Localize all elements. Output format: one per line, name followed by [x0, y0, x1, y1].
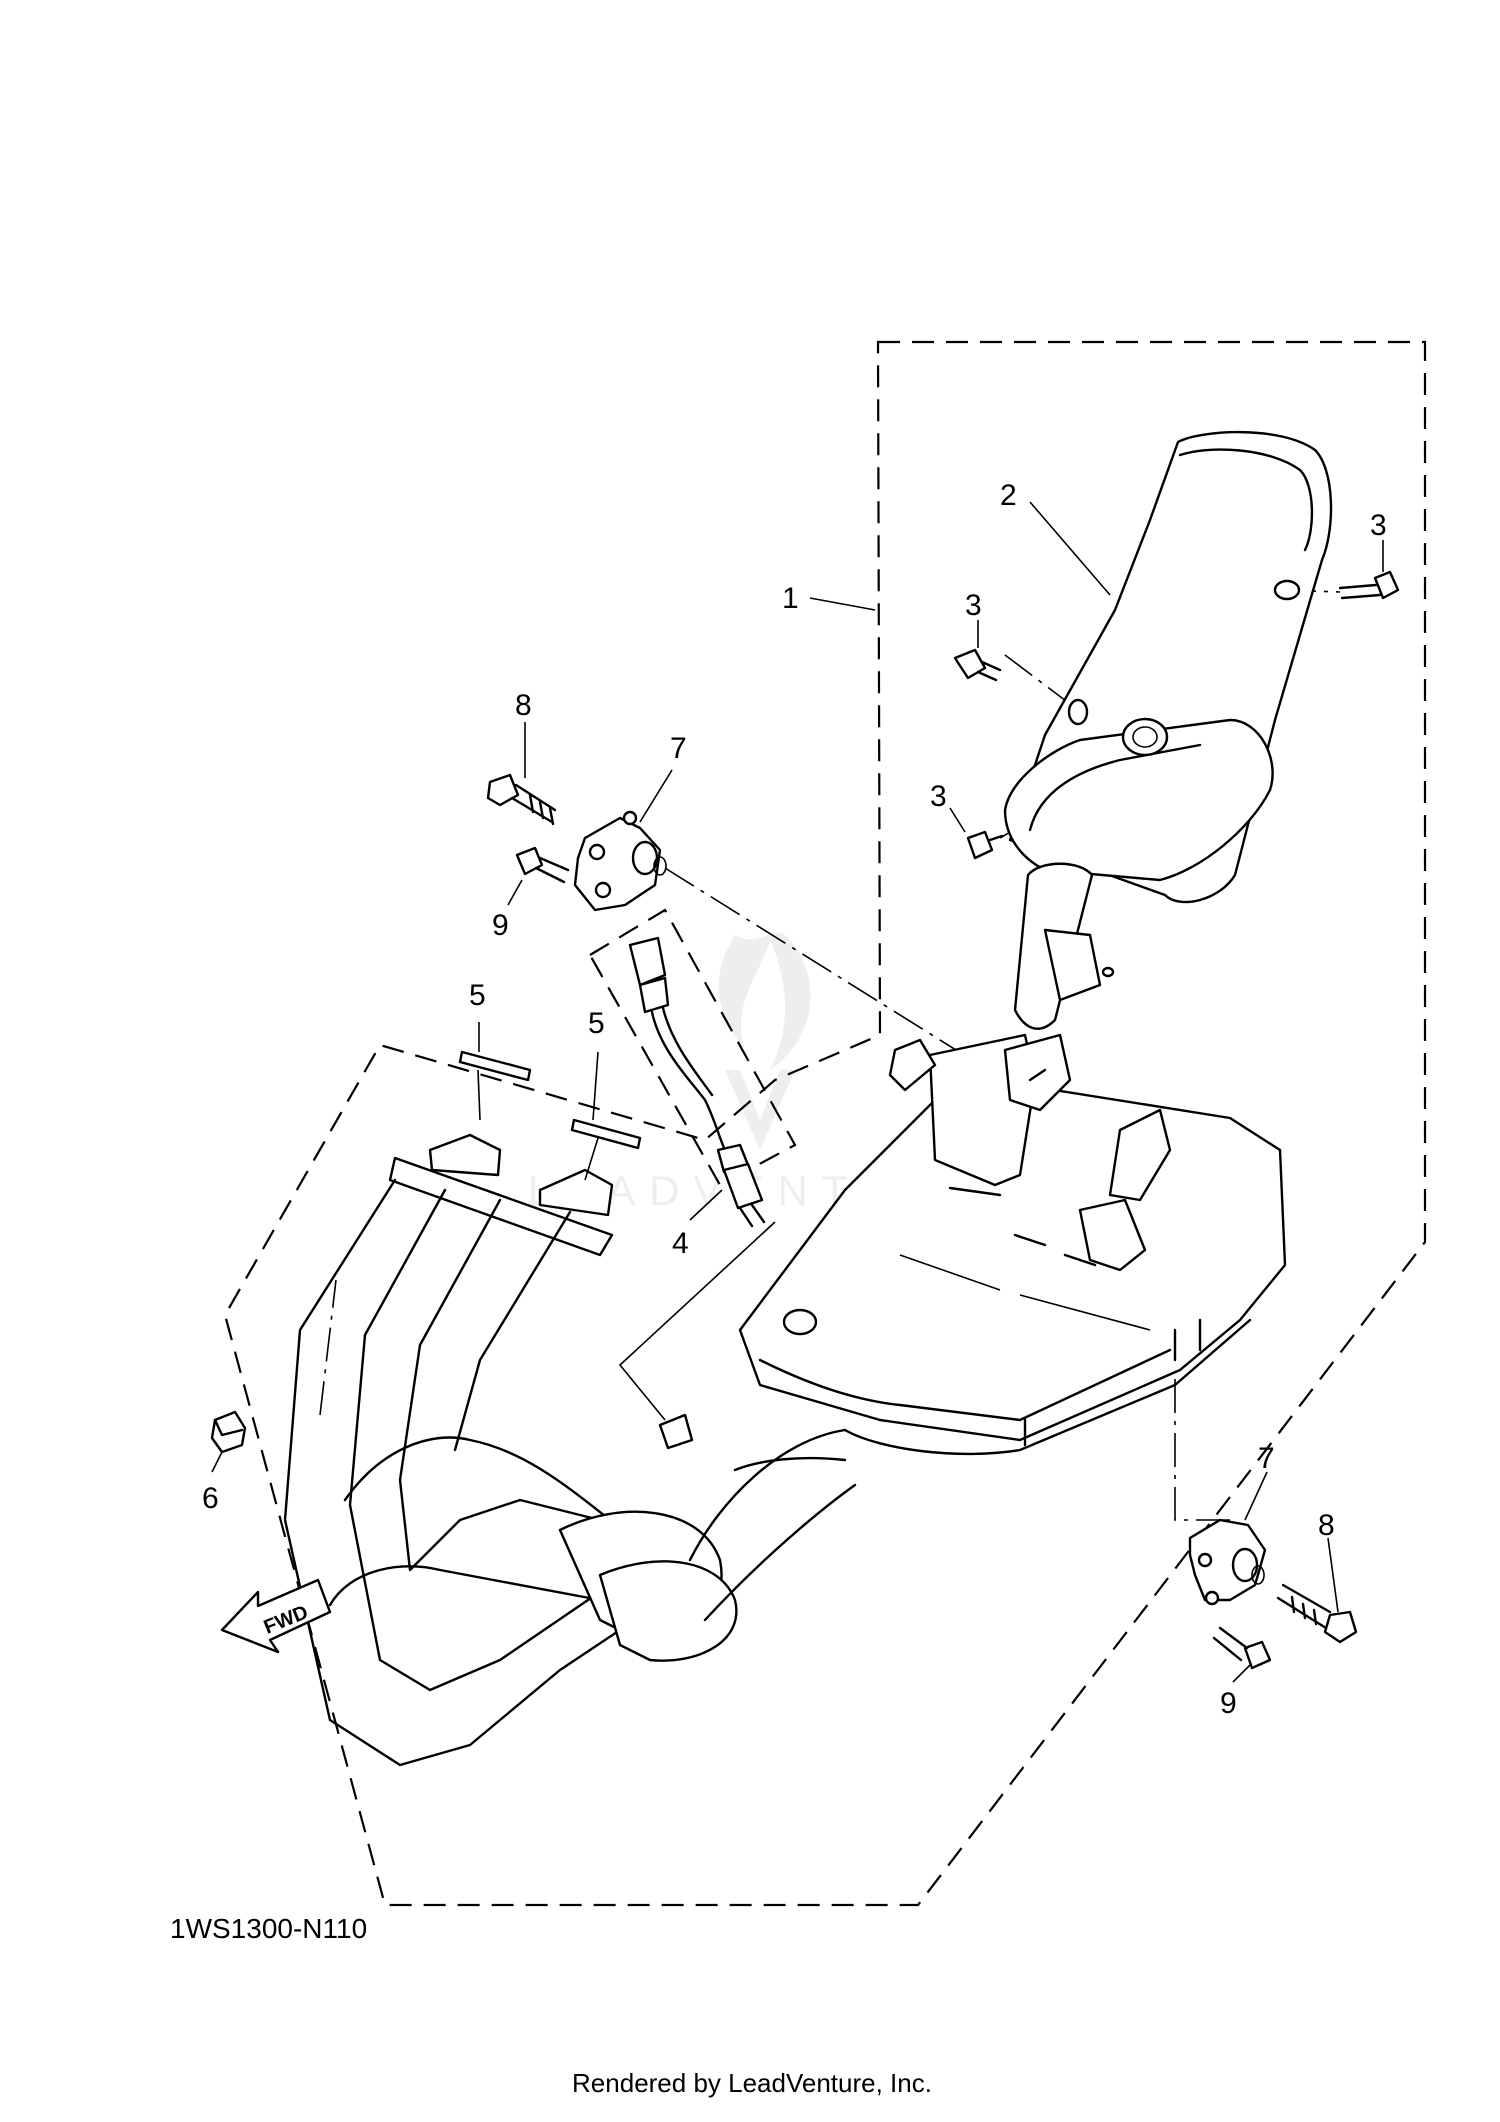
bolt-part-9-left — [515, 846, 570, 884]
callout-3a[interactable]: 3 — [965, 589, 982, 622]
callout-6[interactable]: 6 — [202, 1482, 219, 1515]
fwd-arrow-icon: FWD — [220, 1578, 332, 1654]
callout-7a[interactable]: 7 — [670, 732, 687, 765]
bolt-part-8-right — [1276, 1583, 1358, 1644]
oxygen-sensor — [618, 936, 776, 1450]
muffler-bracket — [888, 1033, 1172, 1272]
bolt-part-3-a — [953, 648, 1002, 682]
callout-9a[interactable]: 9 — [492, 909, 509, 942]
leader-lines — [211, 501, 1384, 1683]
nut-part-6 — [210, 1410, 247, 1454]
callout-1[interactable]: 1 — [782, 582, 799, 615]
callout-3c[interactable]: 3 — [1370, 509, 1387, 542]
damper-part-7-right — [1188, 1518, 1267, 1606]
bolt-part-3-b — [966, 830, 1004, 860]
damper-part-7-left — [573, 810, 667, 912]
callout-5b[interactable]: 5 — [588, 1007, 605, 1040]
bolt-part-9-right — [1212, 1626, 1272, 1670]
bolt-part-8-left — [486, 773, 557, 826]
exhaust-header-pipes — [283, 1133, 857, 1767]
bolt-part-3-c — [1338, 570, 1400, 600]
callout-4[interactable]: 4 — [672, 1227, 689, 1260]
callout-7b[interactable]: 7 — [1258, 1442, 1275, 1475]
diagram-code: 1WS1300-N110 — [170, 1913, 367, 1944]
callout-2[interactable]: 2 — [1000, 479, 1017, 512]
gaskets — [458, 1050, 642, 1150]
rendered-by-footer: Rendered by LeadVenture, Inc. — [572, 2068, 932, 2098]
callout-9b[interactable]: 9 — [1220, 1687, 1237, 1720]
sensor-dashed-box — [588, 908, 797, 1187]
callout-8a[interactable]: 8 — [515, 689, 532, 722]
callouts: 1 2 3 3 3 4 5 5 6 7 7 8 8 9 9 — [202, 479, 1387, 1720]
silencer — [1003, 430, 1333, 1030]
callout-8b[interactable]: 8 — [1318, 1509, 1335, 1542]
callout-5a[interactable]: 5 — [469, 979, 486, 1012]
callout-3b[interactable]: 3 — [930, 780, 947, 813]
